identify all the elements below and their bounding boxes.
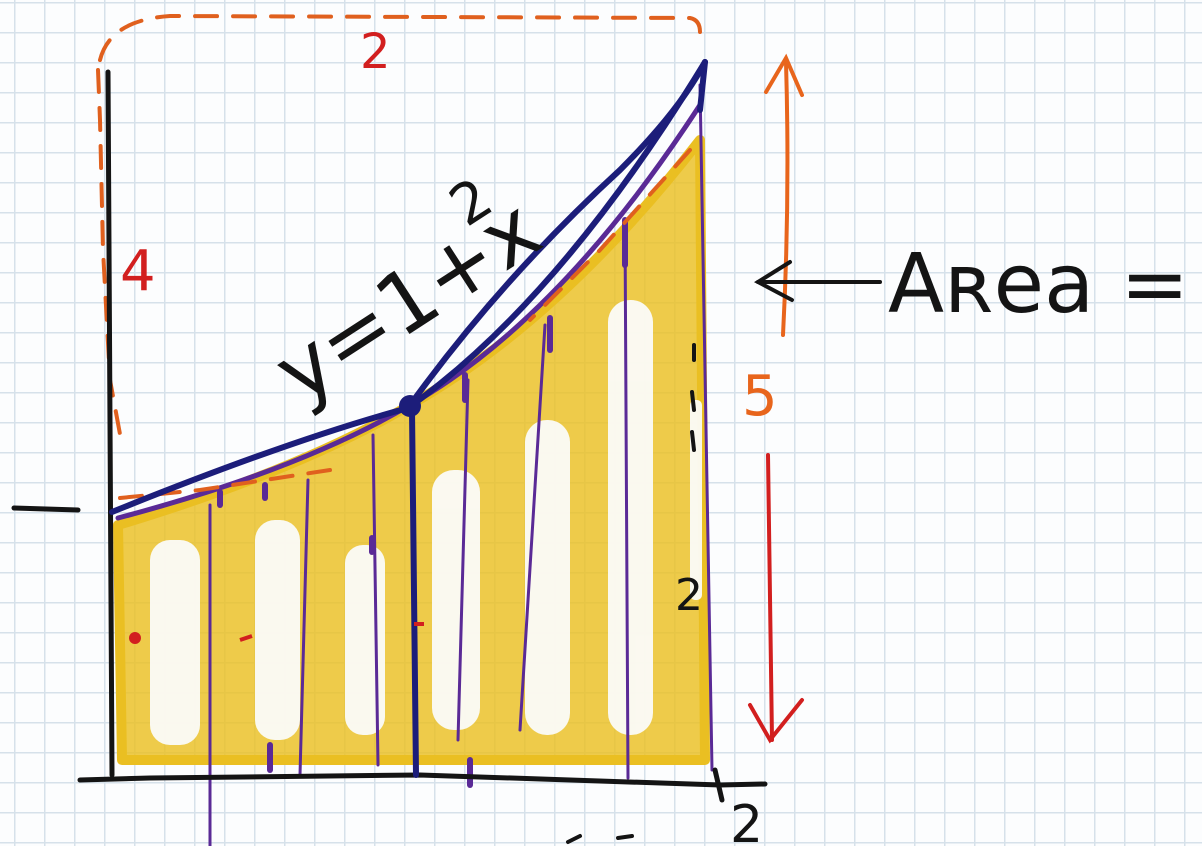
arrow-down-icon <box>748 453 804 744</box>
rect-line-4 <box>456 378 470 742</box>
curve-lower <box>109 59 708 515</box>
rect-tick-marks <box>217 217 628 788</box>
x-axis <box>77 772 768 788</box>
rect-line-3 <box>371 433 380 767</box>
box-top-edge <box>98 13 702 62</box>
rect-height-label: 2 <box>675 570 703 621</box>
y-axis <box>105 69 115 778</box>
rect-line-2 <box>298 478 310 777</box>
arrow-left-icon <box>753 260 882 302</box>
axes <box>11 69 768 803</box>
curve-upper <box>405 59 708 411</box>
area-question: Aʀea = ? <box>888 237 1202 332</box>
box-width-label: 2 <box>360 24 391 80</box>
rect-line-5 <box>518 323 547 732</box>
right-vertical <box>697 59 708 113</box>
rect-line-7 <box>698 83 714 772</box>
x-end-label: 2 <box>730 795 763 846</box>
box-diagonal-edge <box>528 148 692 322</box>
x-end-tick <box>712 767 725 803</box>
bounding-box-dashed <box>96 13 702 500</box>
total-height-label: 5 <box>742 364 778 429</box>
y-intercept-tick <box>11 505 81 513</box>
box-height-label: 4 <box>120 239 156 304</box>
small-tick-marks <box>566 343 696 844</box>
red-marks <box>129 622 424 644</box>
arrow-up-icon <box>764 53 804 337</box>
box-bottom-dash <box>118 468 332 500</box>
midpoint-dot <box>399 395 421 417</box>
curve-y-equals-1-plus-x-squared <box>109 59 708 778</box>
vertical-at-x1 <box>409 407 419 778</box>
rect-line-6 <box>623 223 630 780</box>
